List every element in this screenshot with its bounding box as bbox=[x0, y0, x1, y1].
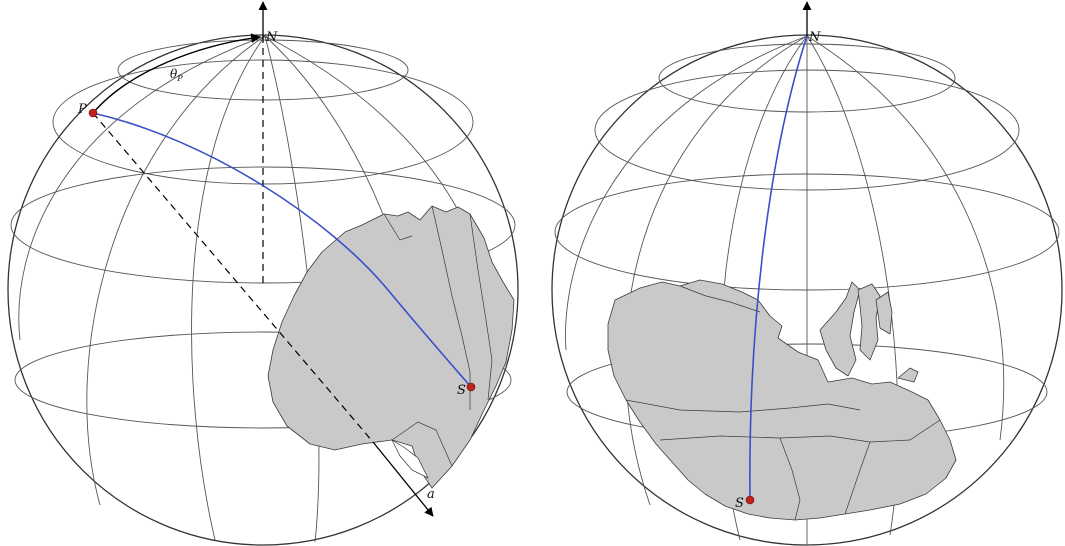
right-landmass bbox=[607, 279, 957, 521]
left-meridian-2 bbox=[191, 35, 266, 541]
left-globe: N P S a θP bbox=[7, 1, 519, 546]
left-continent bbox=[267, 205, 515, 489]
left-site-label: S bbox=[457, 383, 466, 398]
left-meridian-1 bbox=[86, 35, 266, 506]
left-plate-boundary-4 bbox=[391, 421, 453, 467]
right-plate-boundary-4 bbox=[844, 441, 871, 515]
right-plate-boundary-5 bbox=[679, 285, 761, 313]
right-plate-boundary-3 bbox=[779, 437, 801, 521]
left-axis-label: a bbox=[427, 487, 435, 502]
right-plate-boundary-2 bbox=[659, 419, 941, 443]
left-pole-radius-dashed bbox=[92, 112, 374, 443]
left-site-marker bbox=[466, 382, 476, 392]
left-theta-label: θP bbox=[170, 67, 183, 83]
right-site-marker bbox=[745, 495, 755, 505]
left-plate-boundary-1 bbox=[469, 213, 493, 401]
left-meridian-6 bbox=[18, 35, 266, 341]
left-theta-symbol: θ bbox=[170, 67, 178, 81]
left-pole-marker bbox=[88, 108, 98, 118]
left-parallel-equator bbox=[14, 331, 512, 429]
right-globe: N S bbox=[551, 1, 1063, 546]
left-pole-label: P bbox=[77, 102, 87, 117]
right-site-label: S bbox=[735, 496, 744, 511]
right-great-circle-arc bbox=[749, 35, 808, 501]
left-north-label: N bbox=[265, 30, 278, 45]
right-meridian-1 bbox=[625, 35, 808, 506]
left-plate-boundary-2 bbox=[431, 205, 471, 410]
left-axis-a-arrow bbox=[372, 441, 434, 517]
right-land-arm-2 bbox=[857, 283, 881, 361]
right-meridian-5 bbox=[806, 35, 1005, 441]
right-north-label: N bbox=[808, 30, 821, 45]
left-great-circle-arc bbox=[92, 112, 472, 388]
left-inlet-white bbox=[391, 439, 429, 479]
left-theta-subscript: P bbox=[176, 74, 183, 83]
right-land-arm-3 bbox=[875, 291, 893, 335]
right-plate-boundary-1 bbox=[625, 399, 861, 413]
right-land-island bbox=[897, 367, 919, 383]
right-meridian-6 bbox=[565, 35, 808, 351]
left-landmass bbox=[267, 205, 515, 489]
right-continent bbox=[607, 279, 957, 521]
right-land-arm-1 bbox=[819, 281, 861, 377]
left-plate-boundary-3 bbox=[383, 213, 413, 241]
left-theta-arc bbox=[92, 33, 261, 114]
